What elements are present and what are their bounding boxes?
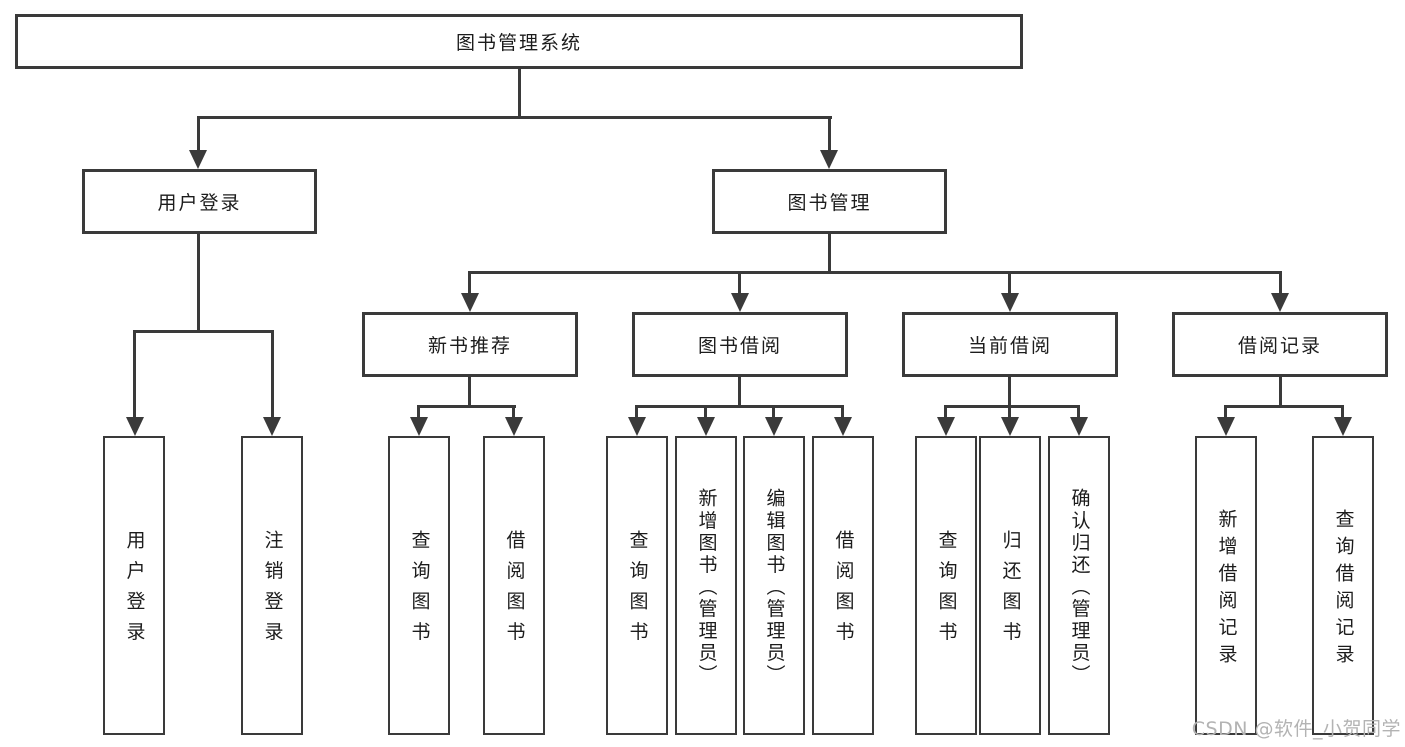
leaf-borrow-add-admin: 新增图书（管理员）	[675, 436, 737, 735]
connector-record-stem	[1279, 377, 1282, 407]
arrow-into-leaf-login	[126, 417, 144, 436]
connector-stem-current-borrow	[1008, 271, 1011, 295]
connector-root-branch	[197, 116, 832, 119]
arrow-into-b2	[505, 417, 523, 436]
leaf-newbook-query-label: 查询图书	[408, 530, 431, 652]
leaf-borrow-add-admin-label: 新增图书（管理员）	[695, 487, 718, 687]
arrow-into-d2	[1001, 417, 1019, 436]
leaf-newbook-borrow: 借阅图书	[483, 436, 545, 735]
leaf-logout-label: 注销登录	[261, 530, 284, 652]
arrow-into-book-mgmt	[820, 150, 838, 169]
leaf-borrow-query-label: 查询图书	[626, 530, 649, 652]
connector-stem-leaf-logout	[271, 330, 274, 419]
arrow-into-b1	[410, 417, 428, 436]
node-book-mgmt: 图书管理	[712, 169, 947, 234]
node-user-login-label: 用户登录	[157, 192, 242, 214]
connector-stem-c4	[841, 405, 844, 420]
connector-stem-b1	[417, 405, 420, 420]
leaf-confirm-return-admin: 确认归还（管理员）	[1048, 436, 1110, 735]
connector-stem-book-borrow	[738, 271, 741, 295]
connector-stem-d2	[1008, 405, 1011, 420]
connector-borrow-stem	[738, 377, 741, 407]
node-current-borrow: 当前借阅	[902, 312, 1118, 377]
node-book-mgmt-label: 图书管理	[787, 192, 872, 214]
leaf-borrow-query: 查询图书	[606, 436, 668, 735]
connector-stem-e2	[1341, 405, 1344, 420]
leaf-confirm-return-admin-label: 确认归还（管理员）	[1068, 487, 1091, 687]
connector-newbook-stem	[468, 377, 471, 407]
arrow-into-book-borrow	[731, 293, 749, 312]
connector-book-mgmt-stem	[828, 234, 831, 274]
csdn-watermark: CSDN @软件_小贺同学	[1191, 718, 1401, 740]
leaf-newbook-query: 查询图书	[388, 436, 450, 735]
node-current-borrow-label: 当前借阅	[967, 335, 1052, 357]
connector-stem-c3	[772, 405, 775, 420]
leaf-newbook-borrow-label: 借阅图书	[503, 530, 526, 652]
leaf-return-book-label: 归还图书	[999, 530, 1022, 652]
arrow-into-c1	[628, 417, 646, 436]
node-new-book-recommend: 新书推荐	[362, 312, 578, 377]
connector-current-stem	[1008, 377, 1011, 407]
arrow-into-user-login	[189, 150, 207, 169]
leaf-query-borrow-record-label: 查询借阅记录	[1332, 508, 1355, 671]
leaf-borrow-edit-admin-label: 编辑图书（管理员）	[763, 487, 786, 687]
node-borrow-record: 借阅记录	[1172, 312, 1388, 377]
leaf-user-login: 用户登录	[103, 436, 165, 735]
connector-stem-leaf-login	[133, 330, 136, 419]
connector-stem-d3	[1077, 405, 1080, 420]
connector-stem-c1	[635, 405, 638, 420]
arrow-into-leaf-logout	[263, 417, 281, 436]
leaf-current-query-label: 查询图书	[935, 530, 958, 652]
arrow-into-current-borrow	[1001, 293, 1019, 312]
node-borrow-record-label: 借阅记录	[1237, 335, 1322, 357]
connector-stem-e1	[1224, 405, 1227, 420]
arrow-into-d1	[937, 417, 955, 436]
connector-stem-user-login	[197, 116, 200, 152]
connector-record-branch	[1224, 405, 1344, 408]
node-book-borrow: 图书借阅	[632, 312, 848, 377]
leaf-current-query: 查询图书	[915, 436, 977, 735]
leaf-user-login-label: 用户登录	[123, 530, 146, 652]
connector-root-stem	[518, 69, 521, 119]
connector-user-login-branch	[133, 330, 274, 333]
arrow-into-c2	[697, 417, 715, 436]
leaf-return-book: 归还图书	[979, 436, 1041, 735]
connector-stem-d1	[944, 405, 947, 420]
connector-user-login-stem	[197, 234, 200, 332]
arrow-into-c3	[765, 417, 783, 436]
leaf-add-borrow-record: 新增借阅记录	[1195, 436, 1257, 735]
arrow-into-e2	[1334, 417, 1352, 436]
connector-borrow-branch	[635, 405, 844, 408]
connector-stem-book-mgmt	[828, 116, 831, 152]
leaf-query-borrow-record: 查询借阅记录	[1312, 436, 1374, 735]
leaf-borrow-edit-admin: 编辑图书（管理员）	[743, 436, 805, 735]
connector-stem-c2	[704, 405, 707, 420]
leaf-add-borrow-record-label: 新增借阅记录	[1215, 508, 1238, 671]
connector-stem-new-book	[468, 271, 471, 295]
arrow-into-c4	[834, 417, 852, 436]
arrow-into-e1	[1217, 417, 1235, 436]
connector-stem-b2	[512, 405, 515, 420]
arrow-into-new-book	[461, 293, 479, 312]
leaf-borrow-book: 借阅图书	[812, 436, 874, 735]
connector-stem-borrow-record	[1279, 271, 1282, 295]
node-root-label: 图书管理系统	[455, 32, 582, 54]
connector-current-branch	[944, 405, 1080, 408]
arrow-into-d3	[1070, 417, 1088, 436]
node-user-login: 用户登录	[82, 169, 317, 234]
node-book-borrow-label: 图书借阅	[697, 335, 782, 357]
connector-newbook-branch	[417, 405, 516, 408]
leaf-borrow-book-label: 借阅图书	[832, 530, 855, 652]
node-new-book-recommend-label: 新书推荐	[427, 335, 512, 357]
connector-level3-branch	[468, 271, 1282, 274]
leaf-logout: 注销登录	[241, 436, 303, 735]
arrow-into-borrow-record	[1271, 293, 1289, 312]
node-root-system: 图书管理系统	[15, 14, 1023, 69]
